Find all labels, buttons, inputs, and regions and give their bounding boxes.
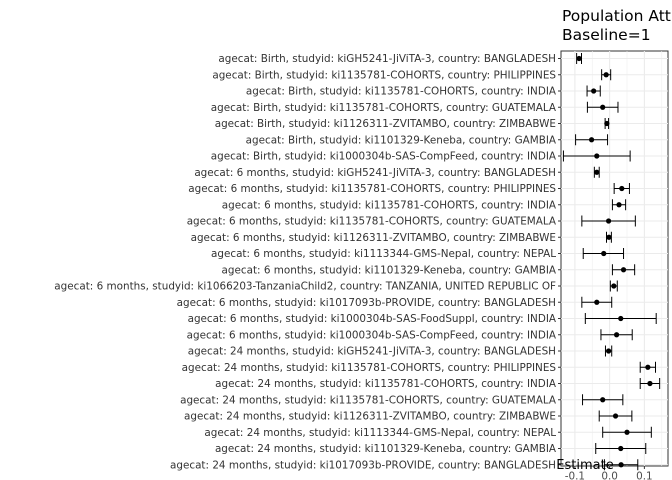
row-label: agecat: 24 months, studyid: ki1135781-CO… bbox=[180, 394, 557, 406]
estimate-point bbox=[604, 120, 610, 127]
row-label: agecat: 6 months, studyid: ki1000304b-SA… bbox=[187, 329, 557, 341]
row-label: agecat: 24 months, studyid: ki1135781-CO… bbox=[215, 378, 557, 390]
estimate-point bbox=[601, 250, 607, 257]
row-label: agecat: 6 months, studyid: ki1135781-COH… bbox=[188, 183, 556, 195]
estimate-point bbox=[594, 153, 600, 159]
estimate-point bbox=[611, 283, 617, 289]
x-axis: -0.1 0.0 0.1 bbox=[565, 466, 653, 480]
row-label: agecat: 24 months, studyid: ki1113344-GM… bbox=[204, 427, 556, 439]
row-label: agecat: 6 months, studyid: ki1135781-COH… bbox=[187, 216, 557, 228]
row-label: agecat: 6 months, studyid: ki1017093b-PR… bbox=[177, 297, 556, 309]
row-labels: agecat: Birth, studyid: kiGH5241-JiViTA-… bbox=[54, 53, 561, 471]
row-label: agecat: Birth, studyid: ki1126311-ZVITAM… bbox=[215, 118, 556, 130]
estimate-point bbox=[645, 364, 651, 370]
chart-title-line-2: Baseline=1 bbox=[562, 26, 651, 44]
estimate-point bbox=[618, 315, 624, 322]
x-tick-label: -0.1 bbox=[565, 471, 585, 480]
row-label: agecat: 6 months, studyid: ki1101329-Ken… bbox=[222, 264, 557, 276]
estimate-point bbox=[613, 332, 620, 338]
estimate-point bbox=[600, 397, 606, 403]
row-label: agecat: 6 months, studyid: ki1135781-COH… bbox=[222, 199, 557, 211]
estimate-point bbox=[600, 104, 606, 110]
row-label: agecat: 24 months, studyid: ki1126311-ZV… bbox=[184, 411, 556, 423]
estimate-point bbox=[618, 462, 624, 468]
estimate-point bbox=[605, 348, 612, 354]
plot-panel bbox=[560, 50, 669, 467]
x-tick-label: 0.1 bbox=[636, 471, 653, 480]
row-label: agecat: 6 months, studyid: ki1000304b-SA… bbox=[188, 313, 557, 325]
estimate-point bbox=[647, 380, 653, 387]
estimate-point bbox=[603, 72, 609, 78]
chart-title-line-1: Population Att bbox=[562, 7, 671, 25]
estimate-point bbox=[588, 137, 595, 143]
estimate-point bbox=[594, 169, 600, 175]
estimate-point bbox=[606, 234, 612, 240]
row-label: agecat: 6 months, studyid: ki1126311-ZVI… bbox=[191, 232, 556, 244]
chart-titles: Population Att Baseline=1 bbox=[562, 7, 671, 44]
row-label: agecat: 6 months, studyid: ki1066203-Tan… bbox=[54, 281, 556, 293]
estimate-point bbox=[594, 299, 600, 305]
row-label: agecat: 24 months, studyid: ki1017093b-P… bbox=[170, 459, 556, 471]
row-label: agecat: 24 months, studyid: kiGH5241-JiV… bbox=[188, 346, 556, 358]
estimate-point bbox=[624, 429, 630, 435]
estimate-point bbox=[612, 413, 619, 419]
estimate-point bbox=[618, 445, 624, 452]
estimate-point bbox=[620, 267, 627, 273]
estimate-point bbox=[605, 218, 612, 224]
row-label: agecat: Birth, studyid: kiGH5241-JiViTA-… bbox=[218, 53, 556, 65]
estimate-points bbox=[576, 55, 653, 468]
row-label: agecat: 6 months, studyid: ki1113344-GMS… bbox=[211, 248, 556, 260]
row-label: agecat: 24 months, studyid: ki1135781-CO… bbox=[182, 362, 557, 374]
row-label: agecat: 24 months, studyid: ki1101329-Ke… bbox=[215, 443, 557, 455]
panel-border bbox=[560, 50, 669, 467]
estimate-point bbox=[619, 185, 625, 192]
row-label: agecat: Birth, studyid: ki1000304b-SAS-C… bbox=[211, 151, 557, 163]
x-tick-label: 0.0 bbox=[601, 471, 618, 480]
x-axis-title: Estimate bbox=[556, 458, 613, 473]
row-label: agecat: Birth, studyid: ki1135781-COHORT… bbox=[211, 102, 557, 114]
estimate-point bbox=[591, 88, 597, 94]
row-label: agecat: Birth, studyid: ki1135781-COHORT… bbox=[246, 86, 557, 98]
row-label: agecat: 6 months, studyid: kiGH5241-JiVi… bbox=[194, 167, 556, 179]
row-label: agecat: Birth, studyid: ki1101329-Keneba… bbox=[246, 134, 557, 146]
row-label: agecat: Birth, studyid: ki1135781-COHORT… bbox=[212, 69, 556, 81]
estimate-point bbox=[576, 55, 582, 62]
estimate-point bbox=[616, 202, 622, 208]
